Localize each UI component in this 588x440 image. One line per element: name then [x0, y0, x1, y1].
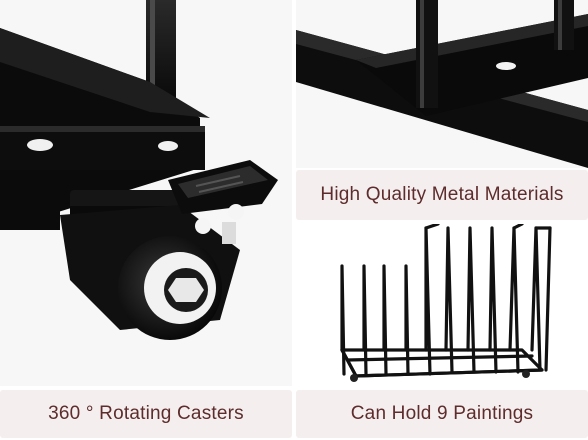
hold-paintings-caption: Can Hold 9 Paintings	[296, 390, 588, 438]
metal-frame-illustration	[296, 0, 588, 168]
rotating-casters-caption: 360 ° Rotating Casters	[0, 390, 292, 438]
painting-rack-photo	[296, 224, 588, 386]
caster-closeup-photo	[0, 0, 292, 386]
metal-frame-photo	[296, 0, 588, 168]
metal-materials-caption: High Quality Metal Materials	[296, 170, 588, 220]
painting-rack-illustration	[340, 224, 552, 382]
caster-illustration	[0, 0, 278, 340]
